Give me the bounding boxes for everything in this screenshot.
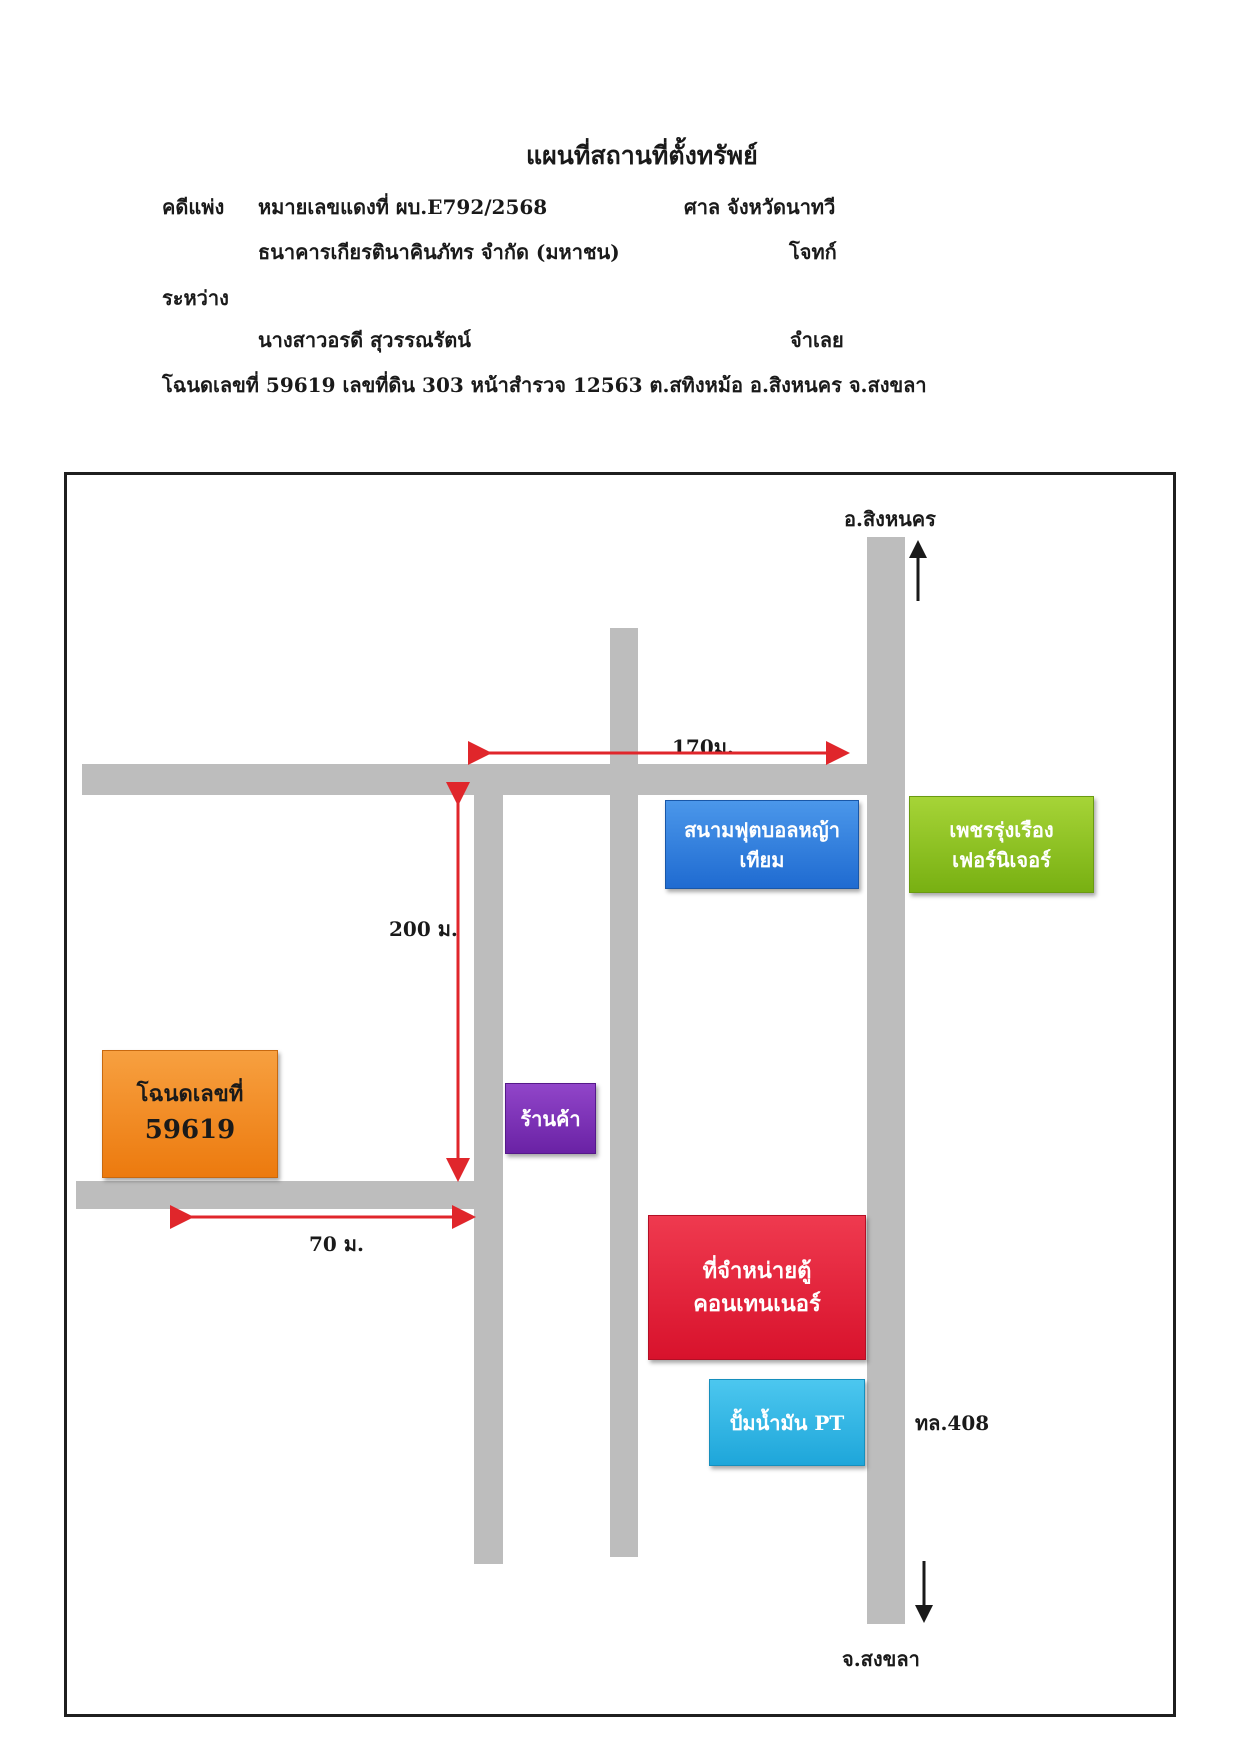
defendant-role: จำเลย <box>790 328 844 352</box>
red-case-number: หมายเลขแดงที่ ผบ.E792/2568 <box>258 195 548 219</box>
defendant-name: นางสาวอรดี สุวรรณรัตน์ <box>258 328 471 352</box>
container-dealer-label-2: คอนเทนเนอร์ <box>693 1290 821 1317</box>
furniture-store-label-2: เฟอร์นิเจอร์ <box>952 847 1051 872</box>
football-field-label-2: เทียม <box>739 847 785 872</box>
north-destination-label: อ.สิงหนคร <box>844 507 936 531</box>
deed-box-label: โฉนดเลขที่ <box>136 1081 244 1107</box>
shop-box: ร้านค้า <box>505 1083 596 1154</box>
highway-road <box>867 537 905 1624</box>
plaintiff-name: ธนาคารเกียรตินาคินภัทร จำกัด (มหาชน) <box>258 240 620 264</box>
shop-label: ร้านค้า <box>520 1106 581 1131</box>
highway-label: ทล.408 <box>915 1411 990 1435</box>
football-field-label-1: สนามฟุตบอลหญ้า <box>684 817 840 842</box>
gas-station-label: ปั้มน้ำมัน PT <box>729 1410 845 1435</box>
furniture-store-box: เพชรรุ่งเรือง เฟอร์นิเจอร์ <box>909 796 1094 893</box>
between-label: ระหว่าง <box>162 286 229 310</box>
deed-box: โฉนดเลขที่ 59619 <box>102 1050 278 1178</box>
container-dealer-box: ที่จำหน่ายตู้ คอนเทนเนอร์ <box>648 1215 866 1360</box>
furniture-store-label-1: เพชรรุ่งเรือง <box>949 817 1054 842</box>
left-vertical-road <box>474 764 503 1564</box>
gas-station-box: ปั้มน้ำมัน PT <box>709 1379 865 1466</box>
plaintiff-role: โจทก์ <box>789 240 837 264</box>
map-frame <box>64 472 1176 1717</box>
container-dealer-label-1: ที่จำหน่ายตู้ <box>702 1257 812 1284</box>
page-title: แผนที่สถานที่ตั้งทรัพย์ <box>526 141 758 170</box>
middle-vertical-road <box>610 628 638 1557</box>
bottom-horizontal-road <box>76 1181 477 1209</box>
deed-box-number: 59619 <box>144 1115 236 1145</box>
football-field-box: สนามฟุตบอลหญ้า เทียม <box>665 800 859 889</box>
case-type: คดีแพ่ง <box>162 195 225 219</box>
court-name: ศาล จังหวัดนาทวี <box>684 195 836 219</box>
south-destination-label: จ.สงขลา <box>842 1647 920 1671</box>
distance-bottom-label: 70 ม. <box>309 1232 364 1256</box>
deed-details: โฉนดเลขที่ 59619 เลขที่ดิน 303 หน้าสำรวจ… <box>162 373 927 397</box>
